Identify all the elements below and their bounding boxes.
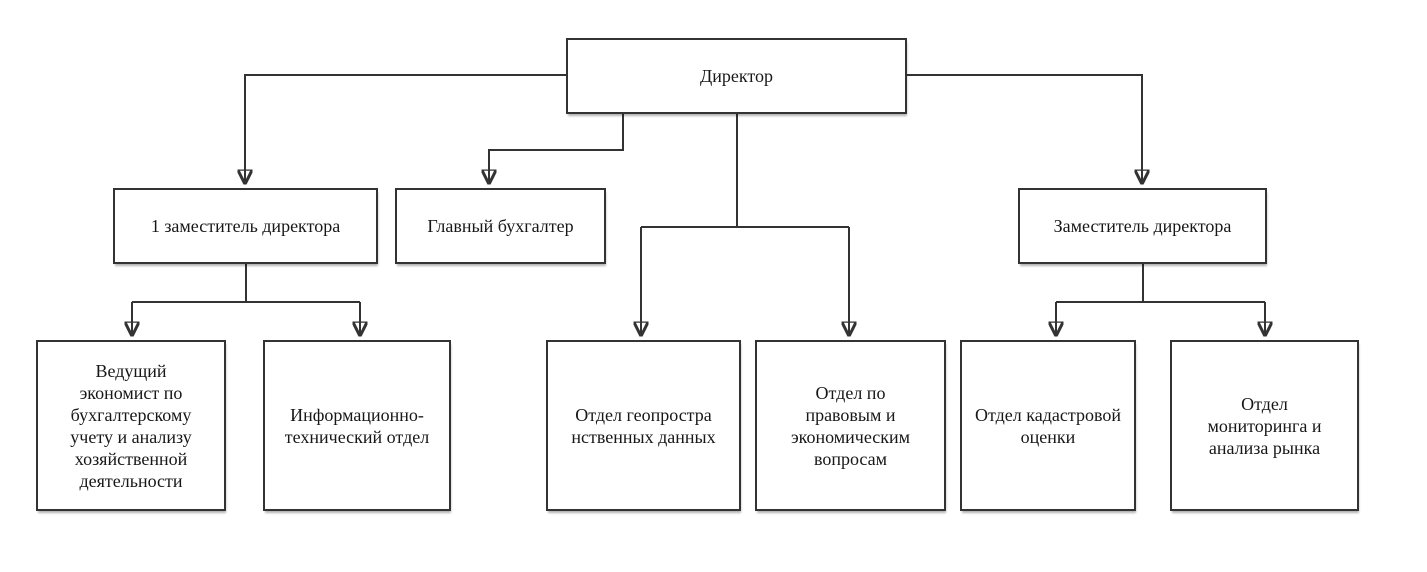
node-lead-economist-label: Ведущий экономист по бухгалтерскому учет… (70, 360, 192, 491)
connector-director-deputy-director (907, 74, 1142, 182)
node-deputy-director: Заместитель директора (1018, 188, 1267, 264)
node-cadastral-department: Отдел кадастровой оценки (960, 340, 1136, 511)
node-it-department: Информационно- технический отдел (263, 340, 451, 511)
node-director: Директор (566, 38, 907, 114)
node-monitoring-department-label: Отдел мониторинга и анализа рынка (1207, 393, 1322, 458)
connector-director-chief-accountant (489, 114, 624, 182)
node-legal-economic-department-label: Отдел по правовым и экономическим вопрос… (790, 382, 911, 469)
node-monitoring-department: Отдел мониторинга и анализа рынка (1170, 340, 1359, 511)
node-chief-accountant-label: Главный бухгалтер (427, 216, 574, 236)
connector-director-first-deputy (245, 74, 566, 182)
node-geospatial-department-label: Отдел геопростра нственных данных (571, 404, 716, 447)
node-it-department-label: Информационно- технический отдел (284, 404, 430, 447)
node-geospatial-department: Отдел геопростра нственных данных (546, 340, 741, 511)
node-first-deputy: 1 заместитель директора (113, 188, 378, 264)
node-first-deputy-label: 1 заместитель директора (150, 216, 341, 236)
node-lead-economist: Ведущий экономист по бухгалтерскому учет… (36, 340, 226, 511)
node-director-label: Директор (699, 66, 774, 86)
node-legal-economic-department: Отдел по правовым и экономическим вопрос… (755, 340, 946, 511)
node-chief-accountant: Главный бухгалтер (395, 188, 606, 264)
node-cadastral-department-label: Отдел кадастровой оценки (975, 404, 1121, 447)
node-deputy-director-label: Заместитель директора (1053, 216, 1232, 236)
